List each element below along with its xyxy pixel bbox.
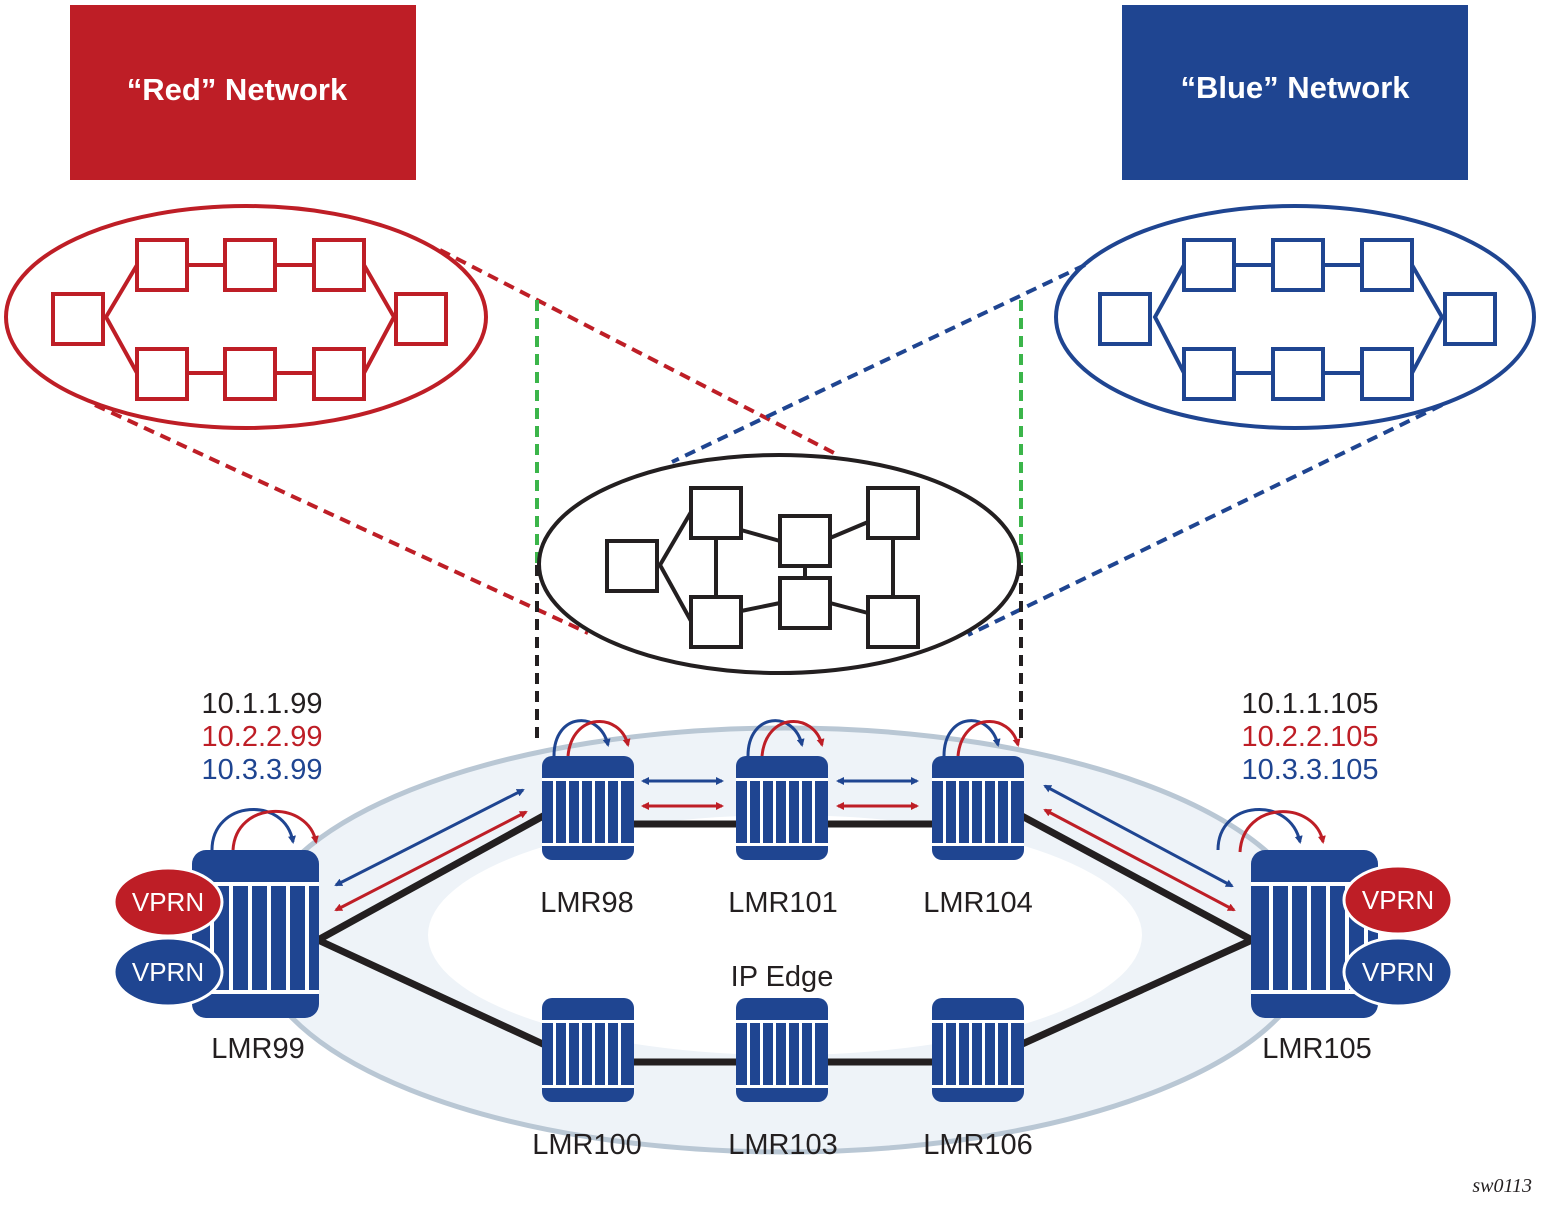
ip-base-lmr105: 10.1.1.105: [1241, 688, 1378, 720]
base-topology: [537, 453, 1021, 675]
router-label-lmr105: LMR105: [1262, 1033, 1372, 1065]
svg-text:VPRN: VPRN: [132, 887, 204, 917]
router-label-lmr103: LMR103: [728, 1129, 838, 1161]
ip-red-lmr99: 10.2.2.99: [202, 721, 323, 753]
ip-blue-lmr105: 10.3.3.105: [1241, 754, 1378, 786]
router-lmr101[interactable]: LMR101: [728, 756, 838, 919]
red-topology: [4, 204, 488, 430]
vprn-blue-lmr99[interactable]: VPRN: [112, 936, 224, 1008]
red-projection-line-bottom: [94, 403, 589, 635]
router-lmr104[interactable]: LMR104: [923, 756, 1033, 919]
router-label-lmr104: LMR104: [923, 887, 1033, 919]
router-lmr99[interactable]: VPRN VPRN LMR99: [112, 850, 319, 1065]
router-label-lmr100: LMR100: [532, 1129, 642, 1161]
router-label-lmr101: LMR101: [728, 887, 838, 919]
blue-topology-node: [1098, 292, 1152, 346]
red-network-title: “Red” Network: [127, 72, 348, 107]
blue-topology-node: [1271, 238, 1325, 292]
vprn-blue-lmr105[interactable]: VPRN: [1342, 936, 1454, 1008]
red-topology-node: [223, 347, 277, 401]
blue-projection-line-bottom: [967, 403, 1443, 637]
vprn-red-lmr99[interactable]: VPRN: [112, 866, 224, 938]
red-topology-node: [135, 238, 189, 292]
loopback-arrows: [210, 719, 1326, 853]
red-projection-line-top: [439, 248, 839, 457]
blue-network-title: “Blue” Network: [1180, 70, 1410, 105]
blue-projection-line-top: [671, 263, 1086, 464]
svg-text:VPRN: VPRN: [132, 957, 204, 987]
red-topology-node: [312, 347, 366, 401]
base-topology-node: [605, 539, 659, 593]
router-lmr98[interactable]: LMR98: [540, 756, 634, 919]
ip-blue-lmr99: 10.3.3.99: [202, 754, 323, 786]
ip-labels-lmr105: 10.1.1.105 10.2.2.105 10.3.3.105: [1241, 688, 1378, 786]
router-lmr106[interactable]: LMR106: [923, 998, 1033, 1161]
red-topology-node: [223, 238, 277, 292]
ip-labels-lmr99: 10.1.1.99 10.2.2.99 10.3.3.99: [202, 688, 323, 786]
red-topology-node: [51, 292, 105, 346]
ip-edge-label: IP Edge: [731, 961, 834, 993]
red-topology-node: [135, 347, 189, 401]
ip-red-lmr105: 10.2.2.105: [1241, 721, 1378, 753]
router-label-lmr106: LMR106: [923, 1129, 1033, 1161]
blue-topology-node: [1271, 347, 1325, 401]
red-network-banner: “Red” Network: [70, 5, 416, 180]
blue-topology-node: [1360, 238, 1414, 292]
router-lmr103[interactable]: LMR103: [728, 998, 838, 1161]
service-arrows: [334, 777, 1236, 912]
projection-lines: [94, 248, 1443, 745]
router-lmr100[interactable]: LMR100: [532, 998, 642, 1161]
router-label-lmr98: LMR98: [540, 887, 634, 919]
figure-id: sw0113: [1472, 1175, 1532, 1197]
red-topology-node: [394, 292, 448, 346]
router-lmr105[interactable]: VPRN VPRN LMR105: [1251, 850, 1454, 1065]
blue-topology-node: [1182, 238, 1236, 292]
router-label-lmr99: LMR99: [211, 1033, 305, 1065]
blue-topology-node: [1182, 347, 1236, 401]
blue-topology-node: [1360, 347, 1414, 401]
svg-text:VPRN: VPRN: [1362, 885, 1434, 915]
blue-topology: [1054, 204, 1536, 430]
blue-topology-node: [1443, 292, 1497, 346]
svg-text:VPRN: VPRN: [1362, 957, 1434, 987]
vprn-red-lmr105[interactable]: VPRN: [1342, 864, 1454, 936]
blue-network-banner: “Blue” Network: [1122, 5, 1468, 180]
red-topology-node: [312, 238, 366, 292]
ip-base-lmr99: 10.1.1.99: [202, 688, 323, 720]
